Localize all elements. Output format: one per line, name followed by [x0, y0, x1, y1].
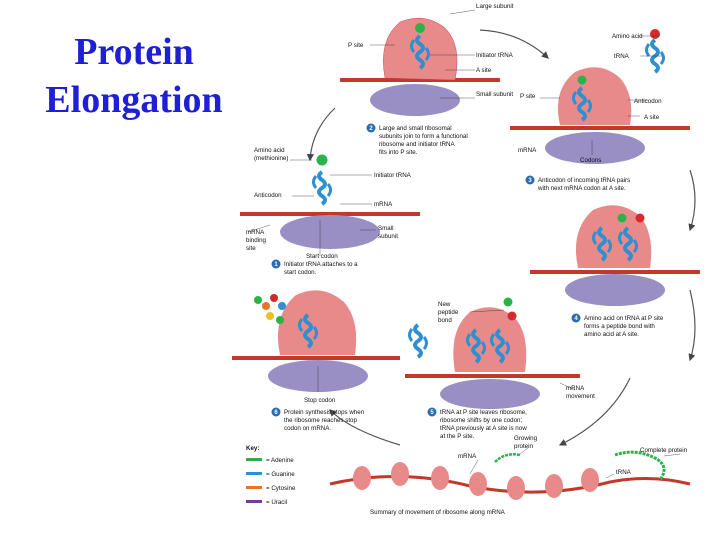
svg-text:the ribosome reaches stop: the ribosome reaches stop — [284, 417, 357, 424]
label-mrna-movement-2: movement — [566, 393, 595, 400]
label-large-subunit: Large subunit — [476, 3, 514, 10]
label-mrna-left: mRNA — [374, 201, 393, 208]
svg-text:amino acid at A site.: amino acid at A site. — [584, 331, 639, 338]
label-a-site-right: A site — [644, 114, 660, 121]
step-6: 6 Protein synthesis stops when the ribos… — [271, 407, 365, 432]
label-mrna-binding-2: binding — [246, 237, 267, 244]
label-mrna-binding-3: site — [246, 245, 256, 252]
svg-text:Amino acid on tRNA at P site: Amino acid on tRNA at P site — [584, 315, 664, 322]
svg-text:4: 4 — [574, 316, 578, 322]
nucleotide-key: Key: = Adenine = Guanine = Cytosine = Ur… — [246, 445, 296, 506]
label-anticodon-left: Anticodon — [254, 192, 282, 199]
label-anticodon-right: Anticodon — [634, 98, 662, 105]
svg-text:tRNA at P site leaves ribosome: tRNA at P site leaves ribosome, — [440, 409, 527, 416]
label-stop-codon: Stop codon — [304, 397, 336, 404]
label-amino-acid-right: Amino acid — [612, 33, 643, 40]
svg-text:5: 5 — [430, 410, 434, 416]
ribosome-step3: Amino acid tRNA P site Anticodon A site … — [510, 29, 690, 164]
svg-text:tRNA previously at A site is n: tRNA previously at A site is now — [440, 425, 527, 432]
ribosome-step1: Amino acid (methionine) Initiator tRNA A… — [240, 147, 420, 260]
key-item-cytosine: = Cytosine — [246, 485, 296, 492]
svg-text:6: 6 — [274, 410, 278, 416]
svg-text:at the P site.: at the P site. — [440, 433, 475, 440]
label-mrna-right: mRNA — [518, 147, 537, 154]
label-small-subunit-left-2: subunit — [378, 233, 398, 240]
label-mrna-binding-1: mRNA — [246, 229, 265, 236]
key-item-adenine: = Adenine — [246, 457, 294, 464]
label-new-peptide-1: New — [438, 301, 451, 308]
page-title: Protein Elongation — [24, 28, 244, 124]
svg-text:= Uracil: = Uracil — [266, 499, 287, 506]
svg-text:3: 3 — [528, 178, 532, 184]
label-new-peptide-2: peptide — [438, 309, 459, 316]
step-2: 2 Large and small ribosomal subunits joi… — [366, 123, 468, 156]
cycle-arrows — [306, 29, 696, 446]
label-mrna-bottom: mRNA — [458, 453, 477, 460]
svg-text:1: 1 — [274, 262, 278, 268]
key-title: Key: — [246, 445, 259, 452]
label-small-subunit-left-1: Small — [378, 225, 393, 232]
label-codons: Codons — [580, 157, 601, 164]
released-protein-chain — [254, 294, 286, 324]
label-amino-acid-left-1: Amino acid — [254, 147, 285, 154]
svg-text:2: 2 — [369, 126, 373, 132]
ribosome-step6: Stop codon — [232, 290, 400, 404]
svg-text:forms a peptide bond with: forms a peptide bond with — [584, 323, 655, 330]
svg-text:= Guanine: = Guanine — [266, 471, 295, 478]
svg-text:Protein synthesis stops when: Protein synthesis stops when — [284, 409, 365, 416]
svg-text:start codon.: start codon. — [284, 269, 317, 276]
step-3: 3 Anticodon of incoming tRNA pairs with … — [525, 175, 630, 192]
label-trna-right: tRNA — [614, 53, 630, 60]
label-trna-bottom: tRNA — [616, 469, 632, 476]
ribosome-step4 — [530, 205, 700, 306]
step-4: 4 Amino acid on tRNA at P site forms a p… — [571, 313, 664, 338]
key-item-uracil: = Uracil — [246, 499, 287, 506]
label-small-subunit-top: Small subunit — [476, 91, 513, 98]
label-growing-protein-2: protein — [514, 443, 533, 450]
ribosome-step5: New peptide bond mRNA movement — [405, 297, 595, 409]
svg-text:ribosome shifts by one codon;: ribosome shifts by one codon; — [440, 417, 522, 424]
label-start-codon: Start codon — [306, 253, 338, 260]
label-amino-acid-left-2: (methionine) — [254, 155, 288, 162]
svg-text:ribosome and initiator tRNA: ribosome and initiator tRNA — [379, 141, 456, 148]
label-growing-protein-1: Growing — [514, 435, 538, 442]
key-item-guanine: = Guanine — [246, 471, 295, 478]
svg-text:codon on mRNA.: codon on mRNA. — [284, 425, 331, 432]
label-a-site-top: A site — [476, 67, 492, 74]
svg-text:Large and small ribosomal: Large and small ribosomal — [379, 125, 452, 132]
label-p-site: P site — [348, 42, 364, 49]
svg-text:= Adenine: = Adenine — [266, 457, 294, 464]
svg-text:with next mRNA codon at A site: with next mRNA codon at A site. — [537, 185, 626, 192]
ribosome-step2: Large subunit P site Initiator tRNA A si… — [340, 3, 514, 116]
svg-text:fits into P site.: fits into P site. — [379, 149, 418, 156]
title-line-2: Elongation — [45, 79, 223, 121]
svg-text:subunits join to form a functi: subunits join to form a functional — [379, 133, 468, 140]
label-initiator-trna-left: Initiator tRNA — [374, 172, 412, 179]
step-5: 5 tRNA at P site leaves ribosome, riboso… — [427, 407, 527, 440]
label-p-site-right: P site — [520, 93, 536, 100]
label-new-peptide-3: bond — [438, 317, 452, 324]
label-summary: Summary of movement of ribosome along mR… — [370, 509, 506, 516]
title-line-1: Protein — [74, 31, 194, 73]
label-complete-protein: Complete protein — [640, 447, 688, 454]
label-initiator-trna-top: Initiator tRNA — [476, 52, 514, 59]
svg-text:Anticodon of incoming tRNA pai: Anticodon of incoming tRNA pairs — [538, 177, 630, 184]
summary-strip: mRNA Growing protein Complete protein tR… — [329, 435, 691, 516]
svg-text:Initiator tRNA attaches to a: Initiator tRNA attaches to a — [284, 261, 358, 268]
label-mrna-movement-1: mRNA — [566, 385, 585, 392]
step-1: 1 Initiator tRNA attaches to a start cod… — [271, 259, 358, 276]
svg-text:= Cytosine: = Cytosine — [266, 485, 296, 492]
